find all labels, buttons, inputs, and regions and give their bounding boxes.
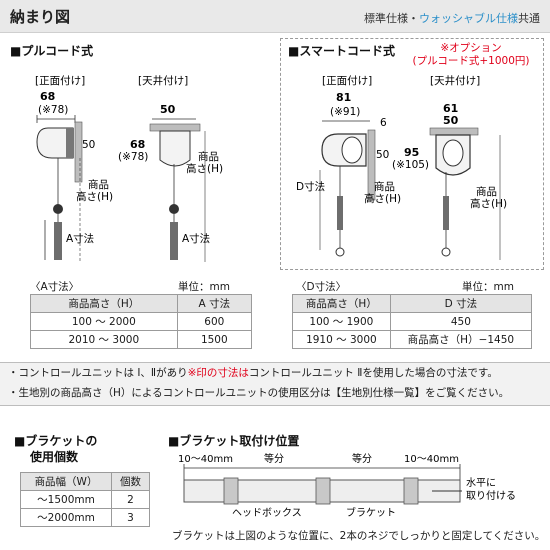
smart-ceiling-control-unit [442,139,464,167]
head-box-label: ヘッドボックス [232,507,302,519]
pull-front-label: [正面付け] [35,74,85,87]
pull-front-handle [54,222,62,260]
pull-front-cord-weight [53,204,63,214]
smart-ceiling-handle [443,196,449,230]
smart-front-width-alt: (※91) [330,106,360,118]
bracket-label: ブラケット [346,506,396,519]
pull-front-height: 50 [82,139,95,151]
bracket-count-title-1: ■ブラケットの [14,434,98,448]
equal-label-1: 等分 [264,452,284,465]
pull-ceiling-label: [天井付け] [138,74,188,87]
pull-front-a-dim: A寸法 [66,232,94,245]
pull-ceiling-ph1: 商品 [198,150,219,163]
pull-front-width-alt: (※78) [38,104,68,116]
smart-cord-title: ■スマートコード式 [288,44,395,58]
smart-front-ph2: 高さ(H) [364,192,401,205]
page-title: 納まり図 [10,8,71,26]
bracket-footnote: ブラケットは上図のような位置に、2本のネジでしっかりと固定してください。 [172,530,546,542]
note-line-2: ・生地別の商品高さ（H）によるコントロールユニットの使用区分は【生地別仕様一覧】… [8,387,510,399]
spec-washable: ウォッシャブル仕様 [419,12,518,25]
spec-standard: 標準仕様・ [364,12,419,25]
level-label-1: 水平に [466,477,496,489]
bracket-count-title-2: 使用個数 [30,450,79,464]
smart-ceiling-depth: 95 [404,146,419,159]
ceiling-hatch [149,123,201,132]
pull-front-ph2: 高さ(H) [76,190,113,203]
bracket-count-header: 商品幅（W） [19,472,113,491]
bracket-shape [403,477,419,505]
pull-cord-diagram: [正面付け] 68 (※78) 50 A寸法 商品 高さ(H) [天井付け] 5… [35,74,223,262]
smart-ceiling-hatch [429,127,479,136]
smart-front-cord-end [335,247,345,257]
pull-front-ph1: 商品 [88,178,109,191]
bracket-shape [315,477,331,505]
smart-cord-box [280,38,544,270]
bracket-position-diagram: 10〜40mm 等分 等分 10〜40mm 水平に 取り付ける ヘッドボックス … [178,452,516,519]
d-table-header: 商品高さ（H） [292,294,391,313]
equal-label-2: 等分 [352,452,372,465]
note-line-1: ・コントロールユニットは Ⅰ、Ⅱがあり※印の寸法はコントロールユニット Ⅱを使用… [8,367,498,379]
smart-ceiling-outer: 61 [443,102,458,115]
smart-ceiling-inner: 50 [443,114,459,127]
bracket-count-header: 個数 [111,472,150,491]
smart-option-note: ※オプション (プルコード式+1000円) [400,42,542,68]
spec-common: 共通 [518,12,540,25]
smart-d-dim: D寸法 [296,180,325,193]
header-bar [0,0,550,33]
smart-option-line1: ※オプション [440,42,502,54]
edge-left-label: 10〜40mm [178,454,233,465]
pull-ceiling-headbox [159,130,191,167]
pull-ceiling-a-dim: A寸法 [182,232,210,245]
smart-front-ph1: 商品 [374,180,395,193]
notes: ・コントロールユニットは Ⅰ、Ⅱがあり※印の寸法はコントロールユニット Ⅱを使用… [8,363,509,403]
a-table-header: A 寸法 [176,294,253,313]
spec-label: 標準仕様・ウォッシャブル仕様共通 [364,10,540,26]
smart-front-control-unit [341,136,363,164]
smart-wall-hatch [367,129,376,201]
edge-right-label: 10〜40mm [404,454,459,465]
pull-front-headbox [36,127,74,159]
pull-ceiling-handle [170,222,178,260]
pull-ceiling-cord-weight [169,204,179,214]
wall-hatch [74,121,83,183]
smart-ceiling-cord-end [441,247,451,257]
smart-ceiling-ph2: 高さ(H) [470,197,507,210]
a-table-unit: 単位：mm [178,281,230,293]
smart-ceiling-label: [天井付け] [430,74,480,87]
smart-front-label: [正面付け] [322,74,372,87]
pull-cord-title: ■プルコード式 [10,44,94,58]
notes-band [0,362,550,406]
bracket-shape [223,477,239,505]
level-label-2: 取り付ける [466,489,516,502]
d-table-header: D 寸法 [389,294,533,313]
pull-ceiling-width: 50 [160,103,176,116]
smart-front-width: 81 [336,91,351,104]
smart-front-height: 50 [376,149,389,161]
d-table-caption: 〈D寸法〉 [296,281,347,293]
smart-option-line2: (プルコード式+1000円) [412,55,530,67]
pull-front-width: 68 [40,90,55,103]
bracket-position-title: ■ブラケット取付け位置 [168,434,300,448]
a-table-caption: 〈A寸法〉 [30,281,80,293]
pull-front-bracket [66,128,74,158]
smart-front-handle [337,196,343,230]
smart-ceiling-ph1: 商品 [476,185,497,198]
pull-ceiling-depth-alt: (※78) [118,151,148,163]
d-table-unit: 単位：mm [462,281,514,293]
smart-ceiling-depth-alt: (※105) [392,159,429,171]
pull-ceiling-ph2: 高さ(H) [186,162,223,175]
smart-front-gap: 6 [380,117,387,129]
a-table-header: 商品高さ（H） [30,294,178,313]
smart-cord-diagram: [正面付け] 81 (※91) 6 50 D寸法 商品 高さ(H) [天井付け]… [296,74,507,260]
pull-ceiling-depth: 68 [130,138,145,151]
